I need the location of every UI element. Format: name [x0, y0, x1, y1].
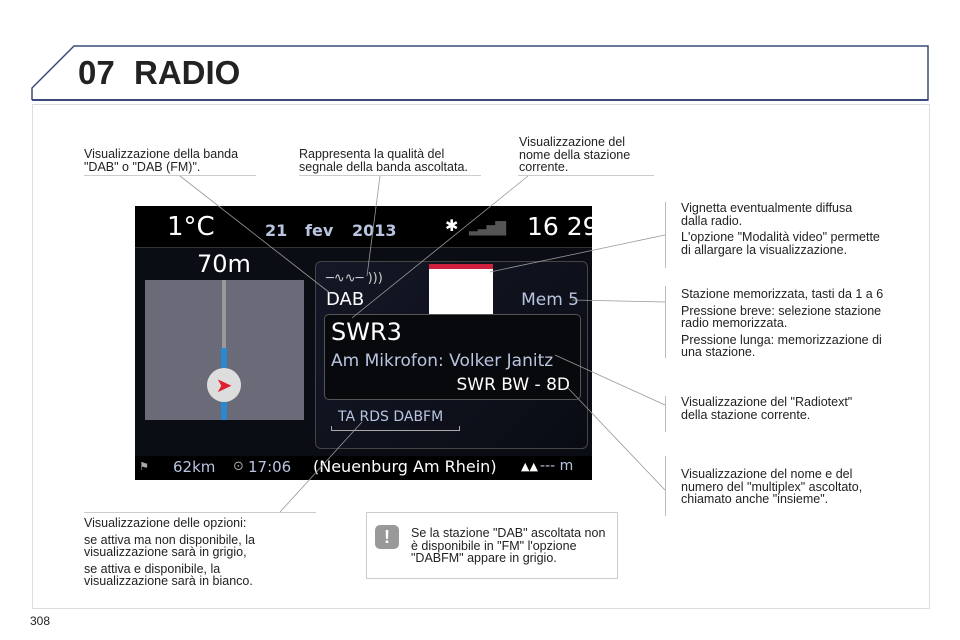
temperature: 1°C: [167, 212, 215, 242]
multiplex-name: SWR BW - 8D: [456, 375, 570, 395]
divider: [84, 175, 256, 176]
station-box: SWR3 Am Mikrofon: Volker Janitz SWR BW -…: [324, 314, 581, 400]
vehicle-arrow-icon: ➤: [207, 368, 241, 402]
arrival-time: 17:06: [248, 458, 292, 476]
caption-band: Visualizzazione della banda "DAB" o "DAB…: [84, 147, 239, 174]
content-panel: [32, 104, 930, 609]
chapter-header: 07 RADIO: [0, 0, 960, 110]
checkered-flag-icon: ⚑: [139, 460, 149, 473]
band-label: DAB: [326, 289, 365, 310]
caption-vignette: Vignetta eventualmente diffusa dalla rad…: [681, 202, 881, 260]
navigation-bar: ⚑ 62km ⊙ 17:06 (Neuenburg Am Rhein) ▲▲ -…: [135, 456, 592, 480]
altitude: --- m: [540, 458, 574, 474]
caption-text: Pressione breve: selezione stazione radi…: [681, 303, 882, 330]
caption-multiplex: Visualizzazione del nome e del numero de…: [681, 467, 863, 506]
caption-text: se attiva ma non disponibile, la visuali…: [84, 532, 255, 559]
warning-icon: !: [375, 525, 399, 549]
distance-to-turn: 70m: [197, 250, 251, 278]
page-number: 308: [30, 614, 51, 628]
caption-memory: Stazione memorizzata, tasti da 1 a 6 Pre…: [681, 288, 896, 363]
caption-text: Pressione lunga: memorizzazione di una s…: [681, 332, 882, 359]
date-day: 21: [265, 221, 288, 240]
divider: [665, 286, 666, 358]
divider: [665, 456, 666, 516]
signal-bars-icon: ▂▃▅▇: [469, 220, 506, 236]
divider: [518, 175, 654, 176]
radio-vignette-image: [429, 264, 493, 317]
navigation-map: ➤: [145, 280, 304, 420]
caption-options: Visualizzazione delle opzioni: se attiva…: [84, 517, 284, 592]
caption-text: Visualizzazione delle opzioni:: [84, 516, 247, 530]
clock-icon: ⊙: [233, 459, 244, 474]
divider: [299, 175, 481, 176]
destination: (Neuenburg Am Rhein): [313, 457, 497, 476]
radio-screenshot: 1°C 21 fev 2013 ✱ ▂▃▅▇ 16 29 70m ➤ ─∿∿─ …: [135, 206, 592, 480]
radio-panel: ─∿∿─ ))) DAB Mem 5 SWR3 Am Mikrofon: Vol…: [315, 261, 588, 449]
divider: [665, 396, 666, 432]
memory-preset: Mem 5: [521, 290, 579, 310]
chapter-number: 07: [78, 54, 115, 91]
caption-text: Vignetta eventualmente diffusa dalla rad…: [681, 201, 853, 228]
options-bracket: [331, 426, 460, 431]
mountain-icon: ▲▲: [521, 460, 538, 473]
remaining-distance: 62km: [173, 458, 216, 476]
signal-quality-icon: ─∿∿─ ))): [326, 271, 383, 286]
caption-text: Stazione memorizzata, tasti da 1 a 6: [681, 287, 884, 301]
caption-station-name: Visualizzazione del nome della stazione …: [519, 135, 631, 174]
bluetooth-icon: ✱: [445, 216, 459, 235]
caption-text: L'opzione "Modalità video" permette di a…: [681, 230, 880, 257]
options-indicator: TA RDS DABFM: [338, 409, 444, 425]
divider: [84, 512, 316, 513]
chapter-title: RADIO: [134, 54, 241, 91]
caption-text: se attiva e disponibile, la visualizzazi…: [84, 561, 253, 588]
status-bar: 1°C 21 fev 2013 ✱ ▂▃▅▇ 16 29: [135, 206, 592, 248]
date-month: fev: [305, 221, 334, 240]
clock: 16 29: [527, 212, 592, 241]
station-name: SWR3: [331, 318, 402, 346]
note-text: Se la stazione "DAB" ascoltata non è dis…: [411, 526, 606, 565]
date-year: 2013: [352, 221, 397, 240]
note-box: ! Se la stazione "DAB" ascoltata non è d…: [366, 512, 618, 579]
radiotext: Am Mikrofon: Volker Janitz: [331, 351, 554, 371]
divider: [665, 202, 666, 268]
header-frame: [31, 45, 929, 101]
caption-radiotext: Visualizzazione del "Radiotext" della st…: [681, 395, 853, 422]
caption-quality: Rappresenta la qualità del segnale della…: [299, 147, 468, 174]
